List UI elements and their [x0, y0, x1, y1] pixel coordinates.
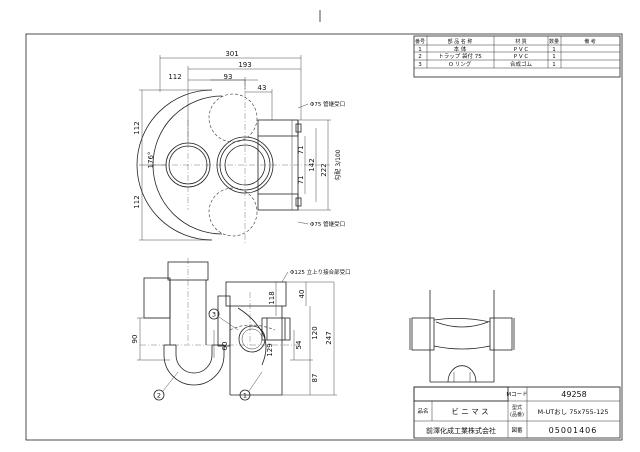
front-pipe-label: Φ125 立上り接合部受口	[290, 268, 351, 276]
slope-label: 勾配 3/100	[334, 149, 342, 180]
parts-header-material: 材 質	[515, 38, 527, 45]
parts-header-qty: 数量	[549, 38, 559, 45]
parts-row-3-no: 3	[418, 62, 422, 68]
dim-129: 129	[266, 343, 274, 356]
parts-header-no: 番号	[415, 38, 425, 45]
parts-header-name: 部 品 名 称	[448, 38, 473, 45]
front-view: Φ125 立上り接合部受口 40 120 247 54 87 118 129 9…	[131, 258, 351, 401]
parts-row-2-no: 2	[418, 54, 422, 60]
company-name: 前澤化成工業株式会社	[426, 426, 496, 435]
dim-222: 222	[320, 163, 328, 176]
dim-118: 118	[268, 291, 276, 304]
dim-247: 247	[325, 331, 333, 344]
mcode-value: 49258	[561, 390, 586, 399]
parts-row-1-qty: 1	[552, 47, 556, 53]
dim-54: 54	[295, 340, 303, 349]
dim-120: 120	[311, 326, 319, 339]
callout-2: 2	[157, 392, 161, 400]
drawing-no-value: 05001406	[549, 426, 598, 435]
dim-112-lower: 112	[133, 195, 141, 208]
dim-90: 90	[131, 335, 139, 344]
dim-60: 60	[221, 342, 229, 351]
sheet-border	[25, 33, 623, 441]
dim-112-upper: 112	[133, 121, 141, 134]
model-value: M-UTおし 75x755-125	[537, 408, 608, 416]
dim-40: 40	[298, 290, 306, 299]
parts-row-2-qty: 1	[552, 54, 556, 60]
parts-row-3-name: O リング	[449, 60, 472, 68]
preview-view	[409, 290, 515, 383]
dim-142: 142	[308, 158, 316, 171]
dim-301: 301	[225, 50, 238, 58]
model-label-1: 型式	[512, 404, 522, 411]
dim-71-upper: 71	[297, 146, 305, 155]
parts-row-1-material: P V C	[514, 47, 529, 53]
parts-table: 番号 部 品 名 称 材 質 数量 備 考 1 本 体 P V C 1 2 トラ…	[413, 35, 621, 78]
parts-row-3-qty: 1	[552, 62, 556, 68]
dim-87: 87	[311, 374, 319, 383]
name-value: ビ ニ マ ス	[451, 407, 488, 416]
parts-row-2-name: トラップ 袋付 75	[438, 52, 482, 60]
parts-row-2-material: P V C	[514, 54, 529, 60]
callout-3: 3	[212, 311, 216, 319]
parts-header-remarks: 備 考	[584, 38, 596, 45]
dim-93: 93	[224, 73, 233, 81]
dim-112: 112	[168, 73, 181, 81]
mcode-label: Mコード	[506, 391, 527, 398]
drawing-no-label: 図番	[511, 427, 523, 434]
top-view: 301 193 112 93 43 112 112 176° 71 71 142…	[133, 50, 345, 245]
parts-row-3-material: 合成ゴム	[510, 60, 533, 68]
name-label: 品名	[417, 407, 428, 415]
dim-71-lower: 71	[297, 176, 305, 185]
pipe-label-top: Φ75 管継受口	[310, 100, 345, 108]
dim-193: 193	[238, 61, 251, 69]
pipe-label-bottom: Φ75 管継受口	[310, 220, 345, 228]
model-label-2: (品番)	[510, 411, 524, 418]
dim-176-angle: 176°	[147, 152, 155, 169]
title-block: Mコード 49258 品名 ビ ニ マ ス 型式 (品番) M-UTおし 75x…	[413, 386, 621, 439]
parts-row-1-name: 本 体	[454, 45, 467, 53]
parts-row-1-no: 1	[418, 47, 422, 53]
dim-43: 43	[258, 84, 267, 92]
callout-1: 1	[243, 392, 247, 400]
